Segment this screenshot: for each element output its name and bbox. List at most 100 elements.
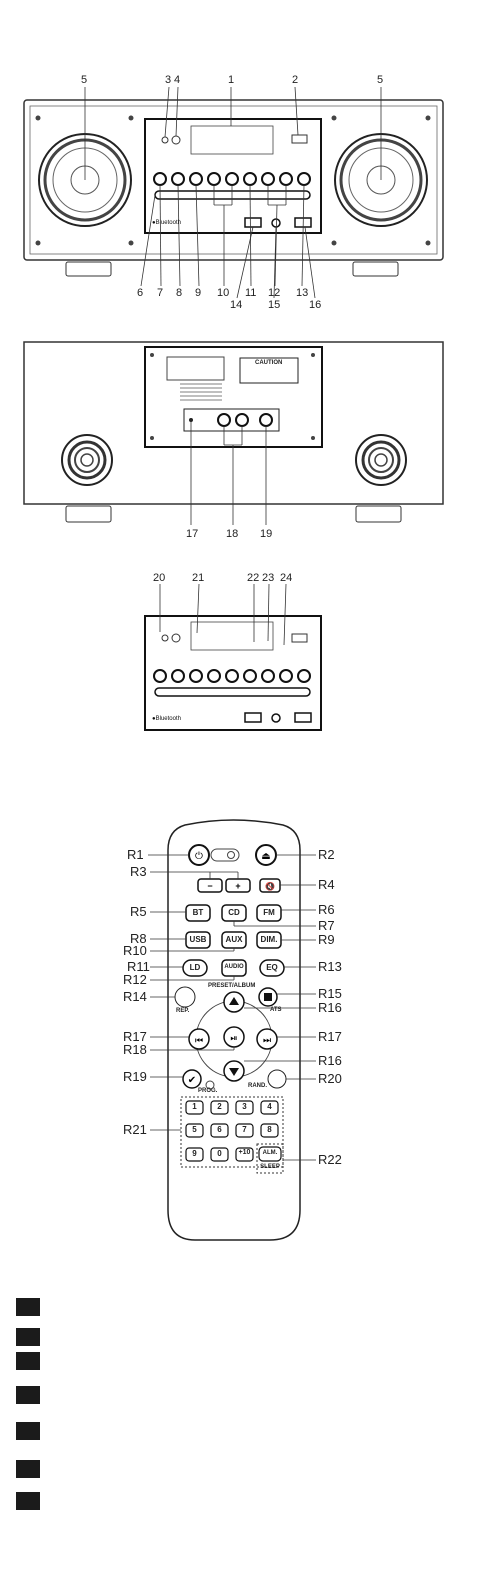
remote-callout-right: R20 [318, 1071, 342, 1086]
callout-display: 20 [153, 572, 166, 584]
callout-front-top: 2 [292, 74, 299, 86]
remote-callout-right: R17 [318, 1029, 342, 1044]
remote-callout-left: R18 [123, 1042, 147, 1057]
remote-callout-right: R15 [318, 986, 342, 1001]
remote-callout-right: R4 [318, 877, 335, 892]
svg-text:●Bluetooth: ●Bluetooth [152, 220, 181, 226]
svg-text:●Bluetooth: ●Bluetooth [152, 716, 181, 722]
remote-callout-right: R16 [318, 1053, 342, 1068]
numpad-key[interactable]: 7 [242, 1125, 247, 1134]
callout-front-bottom: 14 [230, 299, 243, 311]
callout-front-bottom: 13 [296, 287, 309, 299]
callout-display: 24 [280, 572, 293, 584]
language-marker [16, 1298, 40, 1316]
remote-callout-right: R9 [318, 932, 335, 947]
callout-front-bottom: 10 [217, 287, 230, 299]
language-marker [16, 1460, 40, 1478]
svg-text:⏮: ⏮ [195, 1036, 203, 1046]
callout-rear: 19 [260, 528, 273, 540]
callout-front-top: 5 [377, 74, 384, 86]
remote-callout-left: R21 [123, 1122, 147, 1137]
remote-callout-right: R16 [318, 1000, 342, 1015]
ats-label: ATS [270, 1007, 282, 1013]
language-marker [16, 1352, 40, 1370]
remote-callout-left: R5 [130, 904, 147, 919]
numpad-key[interactable]: 8 [267, 1125, 272, 1134]
display-detail-drawing: ●Bluetooth [144, 583, 322, 731]
language-marker [16, 1422, 40, 1440]
rand-label: RAND. [248, 1083, 267, 1089]
callout-display: 21 [192, 572, 205, 584]
numpad-key[interactable]: 6 [217, 1125, 222, 1134]
usb-button[interactable]: USB [189, 935, 207, 944]
svg-text:🔇: 🔇 [265, 881, 275, 891]
rep-label: REP. [176, 1008, 190, 1014]
numpad-key[interactable]: 5 [192, 1125, 197, 1134]
remote-callout-right: R7 [318, 918, 335, 933]
callout-front-bottom: 16 [309, 299, 322, 311]
remote-callout-right: R13 [318, 959, 342, 974]
remote-drawing: ⏻ ⏏ − + 🔇 ⏮ [148, 819, 316, 1241]
remote-callout-right: R2 [318, 847, 335, 862]
callout-rear: 17 [186, 528, 199, 540]
remote-callout-left: R17 [123, 1029, 147, 1044]
svg-text:−: − [207, 881, 212, 891]
ld-button[interactable]: LD [189, 963, 201, 972]
callout-front-top: 4 [174, 74, 181, 86]
right-vent [355, 434, 407, 486]
svg-text:⏯: ⏯ [230, 1034, 237, 1044]
callout-front-bottom: 8 [176, 287, 183, 299]
remote-callout-left: R19 [123, 1069, 147, 1084]
callout-front-top: 5 [81, 74, 88, 86]
numpad-key[interactable]: 1 [192, 1102, 197, 1111]
cd-button[interactable]: CD [228, 908, 240, 917]
eq-button[interactable]: EQ [266, 963, 278, 972]
callout-front-bottom: 6 [137, 287, 144, 299]
remote-callout-left: R1 [127, 847, 144, 862]
sleep-label: SLEEP [260, 1164, 280, 1170]
numpad-key[interactable]: +10 [238, 1149, 251, 1156]
remote-callout-right: R6 [318, 902, 335, 917]
left-vent [61, 434, 113, 486]
callout-rear: 18 [226, 528, 239, 540]
numpad-key[interactable]: 4 [267, 1102, 272, 1111]
rear-view-drawing [23, 341, 444, 525]
language-marker [16, 1328, 40, 1346]
callout-front-bottom: 11 [245, 287, 257, 299]
fm-button[interactable]: FM [263, 908, 275, 917]
language-marker [16, 1386, 40, 1404]
remote-callout-left: R12 [123, 972, 147, 987]
callout-front-bottom: 9 [195, 287, 202, 299]
remote-callout-left: R10 [123, 943, 147, 958]
svg-text:+: + [235, 881, 240, 891]
remote-callout-left: R8 [130, 931, 147, 946]
svg-text:⏏: ⏏ [261, 851, 270, 862]
callout-front-bottom: 7 [157, 287, 164, 299]
front-view-drawing: ●Bluetooth [23, 86, 444, 299]
bt-button[interactable]: BT [192, 908, 204, 917]
dim-button[interactable]: DIM. [260, 935, 278, 944]
numpad-key[interactable]: 3 [242, 1102, 247, 1111]
caution-label: CAUTION [255, 360, 283, 366]
remote-callout-right: R22 [318, 1152, 342, 1167]
prog-label: PROG. [198, 1088, 218, 1094]
language-marker [16, 1492, 40, 1510]
aux-button[interactable]: AUX [225, 935, 243, 944]
audio-button[interactable]: AUDIO [224, 964, 244, 970]
remote-callout-left: R14 [123, 989, 147, 1004]
svg-text:⏻: ⏻ [195, 851, 203, 862]
remote-callout-left: R3 [130, 864, 147, 879]
preset-album-label: PRESET/ALBUM [208, 983, 256, 989]
remote-callout-left: R11 [127, 959, 150, 974]
alm-button[interactable]: ALM. [262, 1150, 278, 1156]
callout-front-bottom: 12 [268, 287, 281, 299]
callout-front-bottom: 15 [268, 299, 281, 311]
svg-text:✔: ✔ [188, 1075, 196, 1086]
callout-display: 22 [247, 572, 260, 584]
numpad-key[interactable]: 2 [217, 1102, 222, 1111]
callout-front-top: 3 [165, 74, 172, 86]
callout-front-top: 1 [228, 74, 235, 86]
numpad-key[interactable]: 9 [192, 1149, 197, 1158]
numpad-key[interactable]: 0 [217, 1149, 222, 1158]
svg-text:⏭: ⏭ [263, 1036, 271, 1046]
